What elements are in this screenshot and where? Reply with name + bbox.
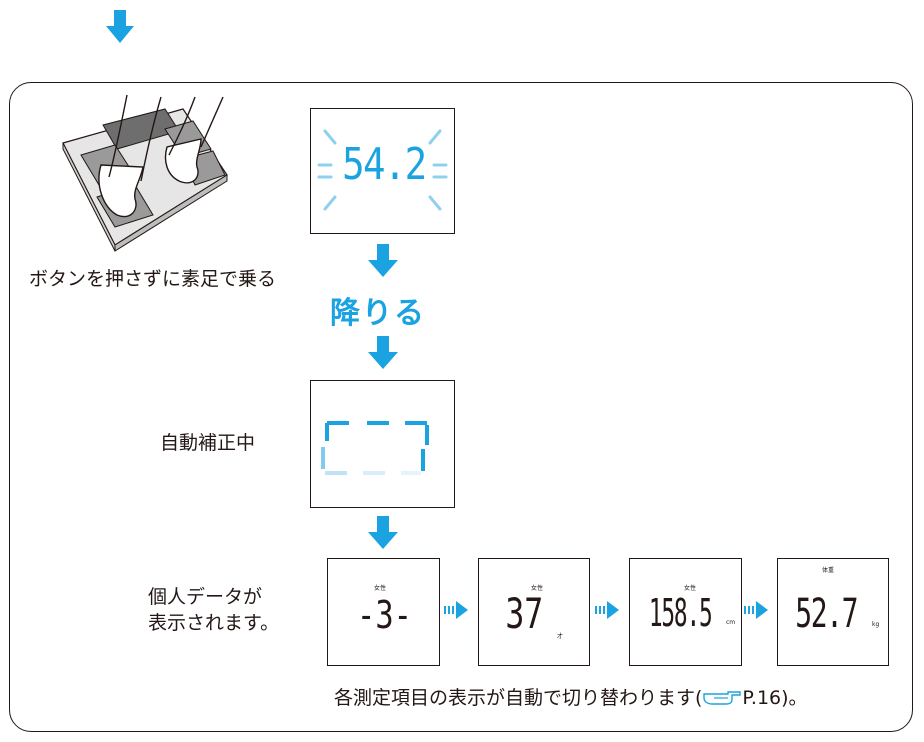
footer-note-suffix: )。 bbox=[781, 687, 808, 709]
display-unit: kg bbox=[872, 621, 880, 628]
next-arrow-icon bbox=[444, 601, 468, 619]
display-value: 37 bbox=[505, 589, 544, 638]
scale-with-feet-illustration bbox=[62, 95, 228, 252]
display-label: 体重 bbox=[822, 567, 835, 574]
auto-adjust-display bbox=[310, 380, 455, 508]
display-weight: 体重 52.7 kg bbox=[777, 558, 889, 666]
display-value: 52.7 bbox=[795, 591, 858, 637]
display-label: 女性 bbox=[374, 585, 387, 592]
next-arrow-icon bbox=[744, 601, 768, 619]
flashing-weight-value: 54.2 bbox=[342, 139, 427, 190]
weight-display-flashing: 54.2 bbox=[310, 108, 455, 234]
display-gender: 女性 -3- bbox=[327, 558, 440, 666]
display-value: 158.5 bbox=[648, 591, 713, 635]
auto-adjust-caption: 自動補正中 bbox=[160, 432, 256, 454]
down-arrow-icon bbox=[368, 336, 398, 369]
footer-note-text: 各測定項目の表示が自動で切り替わります( bbox=[334, 687, 703, 709]
display-age: 女性 37 才 bbox=[478, 558, 590, 666]
personal-data-caption-line1: 個人データが bbox=[148, 586, 263, 608]
segment-animation-icon bbox=[321, 421, 429, 475]
down-arrow-icon bbox=[368, 516, 398, 549]
footer-note-ref: P.16 bbox=[742, 687, 782, 709]
display-unit: 才 bbox=[557, 633, 564, 640]
display-label: 女性 bbox=[684, 585, 697, 592]
footer-note: 各測定項目の表示が自動で切り替わります( P.16)。 bbox=[334, 685, 808, 711]
step-on-caption: ボタンを押さずに素足で乗る bbox=[29, 268, 277, 290]
display-value: -3- bbox=[357, 593, 412, 637]
down-arrow-icon bbox=[106, 10, 134, 43]
next-arrow-icon bbox=[595, 601, 619, 619]
down-arrow-icon bbox=[368, 244, 398, 277]
display-unit: cm bbox=[726, 619, 736, 626]
step-off-caption: 降りる bbox=[330, 296, 426, 331]
hand-pointer-icon bbox=[703, 691, 742, 705]
flash-rays-icon bbox=[317, 129, 448, 211]
display-label: 女性 bbox=[531, 585, 544, 592]
display-height: 女性 158.5 cm bbox=[629, 558, 742, 666]
instruction-frame bbox=[9, 82, 913, 732]
personal-data-caption-line2: 表示されます。 bbox=[148, 612, 280, 634]
personal-data-caption: 個人データが 表示されます。 bbox=[148, 584, 279, 636]
